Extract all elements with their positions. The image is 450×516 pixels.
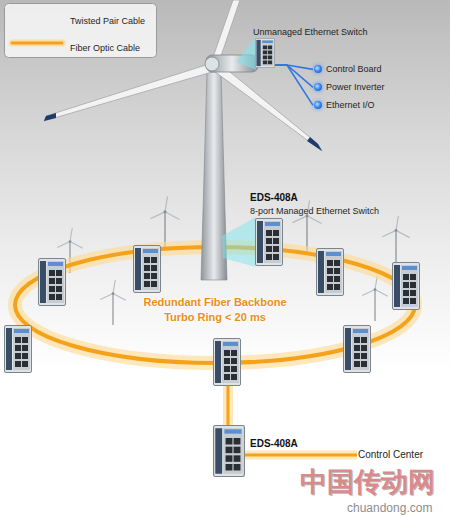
endpoint-dot xyxy=(314,83,322,91)
watermark: 中国传动网 xyxy=(300,466,435,498)
caption-holder: 8-port Managed Ethernet Switch xyxy=(250,200,379,218)
device-endpoint: Control Board xyxy=(314,64,382,75)
legend-entry: Twisted Pair Cable xyxy=(70,10,145,28)
small-turbine xyxy=(382,216,409,264)
small-turbine xyxy=(362,276,388,321)
ring-switch xyxy=(393,263,420,310)
legend-text: Fiber Optic Cable xyxy=(70,43,140,54)
blade-tip xyxy=(307,137,322,151)
ring-switch xyxy=(317,249,344,296)
device-name: Unmanaged Ethernet Switch xyxy=(253,27,368,38)
endpoint-dot xyxy=(314,65,322,73)
device-label: Control Center xyxy=(358,449,423,461)
device-endpoint: Power Inverter xyxy=(314,82,385,93)
device-name: EDS-408A xyxy=(250,192,298,204)
switch-body xyxy=(255,38,274,67)
ring-switch xyxy=(5,326,32,373)
device-name: EDS-408A xyxy=(250,438,298,450)
legend-twisted-pair-sample xyxy=(12,15,62,18)
legend-box xyxy=(5,4,157,58)
ring-switch xyxy=(344,326,371,373)
legend-fiber-sample xyxy=(12,42,62,45)
managed-switch: EDS-408A8-port Managed Ethernet Switch xyxy=(255,218,283,266)
device-endpoint: Ethernet I/O xyxy=(314,100,375,111)
cable-line xyxy=(275,65,313,105)
label-holder: 中国传动网 xyxy=(300,466,435,498)
watermark-url: chuandong.com xyxy=(347,501,432,515)
device-label: Power Inverter xyxy=(326,82,385,93)
legend-entry: Fiber Optic Cable xyxy=(70,37,140,55)
turbine-blade xyxy=(214,63,322,151)
turbine-blade xyxy=(44,64,212,121)
managed-switch: EDS-408A xyxy=(213,425,245,477)
cable-connector xyxy=(275,65,313,105)
cable-glow xyxy=(245,451,357,460)
small-turbine xyxy=(100,280,126,325)
ring-title: Redundant Fiber Backbone xyxy=(143,296,286,309)
device-description: 8-port Managed Ethernet Switch xyxy=(250,206,379,217)
highlight-beam xyxy=(236,36,256,70)
highlight-beam xyxy=(222,217,256,267)
fiber-link-glow xyxy=(223,384,233,427)
caption-holder: Unmanaged Ethernet Switch xyxy=(253,21,368,39)
endpoint-dot xyxy=(314,101,322,109)
caption-holder: EDS-408A xyxy=(250,187,298,205)
switch-body xyxy=(214,426,245,477)
unmanaged-switch: Unmanaged Ethernet Switch xyxy=(255,38,275,68)
legend-text: Twisted Pair Cable xyxy=(70,16,145,27)
device-label: Ethernet I/O xyxy=(326,100,375,111)
switch-icon xyxy=(255,38,275,68)
caption-holder: EDS-408A xyxy=(250,433,298,451)
blade-tip xyxy=(44,113,56,121)
ring-switch xyxy=(214,339,241,386)
turbine-hub xyxy=(205,57,219,71)
device-label: Control Board xyxy=(326,64,382,75)
switch-icon xyxy=(213,425,245,477)
fiber-link xyxy=(227,384,230,427)
ring-switch xyxy=(134,246,161,293)
control-center: Control Center xyxy=(358,449,423,461)
turbine-blade xyxy=(212,0,240,62)
switch-body xyxy=(256,219,283,266)
ring-switch xyxy=(39,259,66,306)
label-holder: chuandong.com xyxy=(347,498,432,516)
label-holder: Turbo Ring < 20 ms xyxy=(164,307,266,325)
cable-line xyxy=(245,454,357,457)
legend-fiber-glow xyxy=(12,40,62,47)
switch-icon xyxy=(255,218,283,266)
small-turbine xyxy=(151,197,180,248)
cable-connector xyxy=(245,455,357,456)
ring-timing: Turbo Ring < 20 ms xyxy=(164,311,266,324)
label-holder: Redundant Fiber Backbone xyxy=(143,292,286,310)
